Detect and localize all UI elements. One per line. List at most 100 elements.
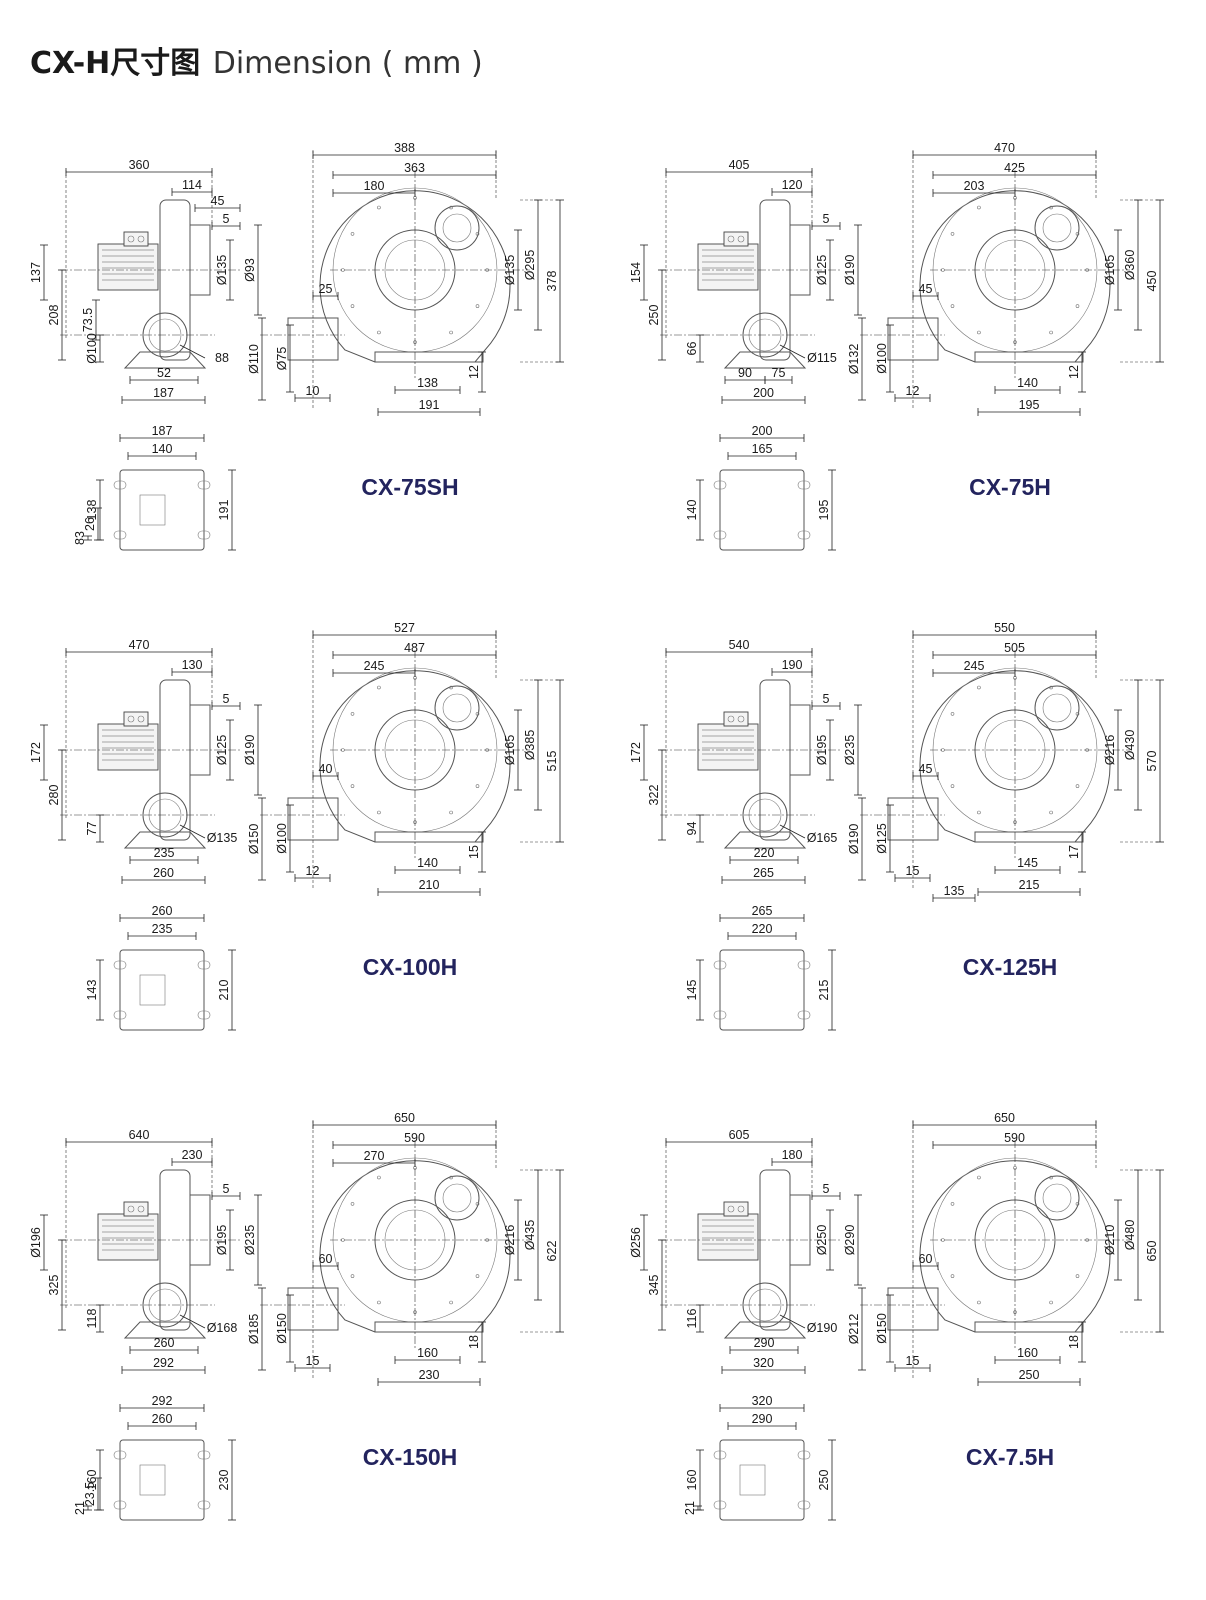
model-label: CX-7.5H bbox=[966, 1444, 1054, 1470]
front-scroll-width: 487 bbox=[404, 641, 425, 655]
front-outlet-inner-dia: Ø75 bbox=[275, 347, 289, 371]
front-scroll-width: 590 bbox=[1004, 1131, 1025, 1145]
front-scroll-width: 363 bbox=[404, 161, 425, 175]
front-scroll-dia: Ø385 bbox=[523, 730, 537, 761]
side-foot-hole-spacing: 260 bbox=[154, 1336, 175, 1350]
front-overall-height: 515 bbox=[545, 751, 559, 772]
front-scroll-width: 590 bbox=[404, 1131, 425, 1145]
side-outlet-outer-dia: Ø190 bbox=[843, 255, 857, 286]
front-base-width: 210 bbox=[419, 878, 440, 892]
base-overall-length: 191 bbox=[217, 500, 231, 521]
side-foot-height: 77 bbox=[85, 822, 99, 836]
base-overall-width: 187 bbox=[152, 424, 173, 438]
base-overall-width: 200 bbox=[752, 424, 773, 438]
base-overall-width: 260 bbox=[152, 904, 173, 918]
front-overall-width: 470 bbox=[994, 141, 1015, 155]
front-base-offset: 135 bbox=[944, 884, 965, 898]
front-outlet-outer-dia: Ø110 bbox=[247, 344, 261, 374]
side-outlet-inner-dia: Ø250 bbox=[815, 1225, 829, 1256]
side-foot-width: 265 bbox=[753, 866, 774, 880]
side-foot-width: 260 bbox=[153, 866, 174, 880]
side-outlet-outer-dia: Ø190 bbox=[243, 735, 257, 766]
front-base-thickness: 18 bbox=[1067, 1335, 1081, 1349]
side-inlet-dia: 88 bbox=[215, 351, 229, 365]
base-hole-spacing: 235 bbox=[152, 922, 173, 936]
side-inlet-dia: Ø135 bbox=[207, 831, 238, 845]
front-overall-width: 527 bbox=[394, 621, 415, 635]
title-cn: CX-H尺寸图 bbox=[30, 46, 201, 81]
base-overall-length: 230 bbox=[217, 1470, 231, 1491]
front-flange-thickness: 10 bbox=[306, 384, 320, 398]
front-base-width: 230 bbox=[419, 1368, 440, 1382]
front-outlet-outer-dia: Ø212 bbox=[847, 1314, 861, 1345]
front-overall-height: 450 bbox=[1145, 271, 1159, 292]
side-inlet-dia: Ø190 bbox=[807, 1321, 838, 1335]
side-foot-hole-spacing: 235 bbox=[154, 846, 175, 860]
side-outlet-inner-dia: Ø135 bbox=[215, 255, 229, 286]
side-housing-depth: 180 bbox=[782, 1148, 803, 1162]
front-outlet-inner-dia: Ø150 bbox=[875, 1313, 889, 1344]
base-overall-width: 292 bbox=[152, 1394, 173, 1408]
front-outlet-inner-dia: Ø100 bbox=[875, 343, 889, 374]
side-flange-thickness: 5 bbox=[823, 692, 830, 706]
front-flange-thickness: 15 bbox=[906, 864, 920, 878]
side-outlet-outer-dia: Ø290 bbox=[843, 1225, 857, 1256]
front-scroll-dia: Ø435 bbox=[523, 1220, 537, 1251]
base-detail-dim: 21 bbox=[683, 1501, 697, 1515]
side-foot-width: 200 bbox=[753, 386, 774, 400]
side-outlet-outer-dia: Ø235 bbox=[243, 1225, 257, 1256]
front-outlet-inner-dia: Ø150 bbox=[275, 1313, 289, 1344]
side-flange-thickness: 5 bbox=[223, 692, 230, 706]
front-outlet-inner-dia: Ø100 bbox=[275, 823, 289, 854]
side-outlet-inner-dia: Ø125 bbox=[215, 735, 229, 766]
front-base-thickness: 12 bbox=[467, 365, 481, 379]
front-inlet-dia: Ø135 bbox=[503, 255, 517, 286]
base-hole-spacing: 290 bbox=[752, 1412, 773, 1426]
side-center-height: 325 bbox=[47, 1275, 61, 1296]
front-outlet-flange: 45 bbox=[919, 282, 933, 296]
front-outlet-inner-dia: Ø125 bbox=[875, 823, 889, 854]
front-overall-width: 650 bbox=[394, 1111, 415, 1125]
side-flange-thickness: 5 bbox=[223, 212, 230, 226]
side-motor-height: 172 bbox=[29, 742, 43, 763]
front-overall-height: 650 bbox=[1145, 1241, 1159, 1262]
front-overall-height: 378 bbox=[545, 271, 559, 292]
side-foot-hole-spacing: 52 bbox=[157, 366, 171, 380]
side-inlet-dia: Ø115 bbox=[807, 351, 837, 365]
front-outlet-outer-dia: Ø185 bbox=[247, 1314, 261, 1345]
front-base-thickness: 12 bbox=[1067, 365, 1081, 379]
base-overall-length: 250 bbox=[817, 1470, 831, 1491]
base-hole-span: 160 bbox=[85, 1470, 99, 1491]
front-scroll-width: 505 bbox=[1004, 641, 1025, 655]
front-overall-width: 550 bbox=[994, 621, 1015, 635]
front-outlet-outer-dia: Ø132 bbox=[847, 344, 861, 375]
front-base-width: 250 bbox=[1019, 1368, 1040, 1382]
side-overall-length: 360 bbox=[129, 158, 150, 172]
front-flange-thickness: 15 bbox=[906, 1354, 920, 1368]
front-scroll-dia: Ø360 bbox=[1123, 250, 1137, 281]
front-base-thickness: 17 bbox=[1067, 845, 1081, 859]
front-overall-width: 388 bbox=[394, 141, 415, 155]
base-hole-span: 143 bbox=[85, 980, 99, 1001]
base-hole-span: 140 bbox=[685, 500, 699, 521]
front-base-hole-spacing: 138 bbox=[417, 376, 438, 390]
side-outlet-outer-dia: Ø235 bbox=[843, 735, 857, 766]
front-inlet-dia: Ø216 bbox=[1103, 735, 1117, 766]
side-foot-height: 94 bbox=[685, 822, 699, 836]
front-overall-height: 622 bbox=[545, 1241, 559, 1262]
side-housing-depth: 130 bbox=[182, 658, 203, 672]
base-overall-width: 265 bbox=[752, 904, 773, 918]
front-outlet-flange: 45 bbox=[919, 762, 933, 776]
